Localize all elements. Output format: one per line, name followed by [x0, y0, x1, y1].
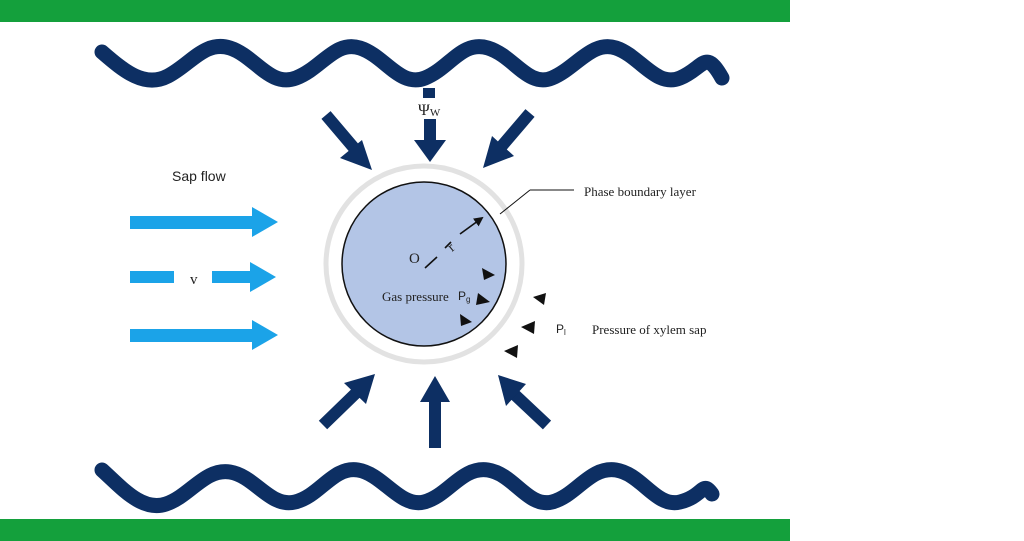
sap-pressure-arrowhead-3 [504, 345, 518, 358]
bottom-left-inward-arrow [318, 374, 375, 430]
sap-flow-arrow-top [130, 207, 278, 237]
xylem-pressure-symbol: Pl [556, 322, 566, 337]
sap-pressure-arrowhead-1 [533, 293, 546, 305]
gas-pressure-arrowhead-1 [482, 268, 495, 280]
center-label: O [409, 251, 420, 267]
bottom-vessel-wall [0, 519, 790, 541]
top-right-inward-arrow [483, 109, 535, 168]
sap-flow-arrow-middle [130, 262, 276, 292]
sap-flow-label: Sap flow [172, 168, 227, 184]
pg-symbol: P [458, 289, 466, 303]
xylem-pressure-label: Pressure of xylem sap [592, 322, 706, 337]
radius-line-dash-1 [424, 256, 438, 269]
top-vessel-wall [0, 0, 790, 22]
pl-subscript: l [564, 328, 566, 337]
gas-pressure-arrowhead-2 [476, 293, 490, 305]
pl-symbol: P [556, 322, 564, 336]
gas-pressure-arrowhead-3 [460, 314, 472, 326]
pg-subscript: g [466, 295, 470, 304]
radius-line-dash-2 [444, 241, 452, 249]
water-potential-symbol: Ψ [418, 102, 430, 119]
gas-bubble [341, 181, 507, 347]
phase-boundary-ring [323, 163, 525, 365]
radius-arrow [459, 216, 484, 235]
sap-flow-arrow-bottom [130, 320, 278, 350]
sap-pressure-arrowhead-2 [521, 321, 535, 334]
phase-boundary-leader-line [499, 189, 531, 215]
top-wavy-membrane [94, 38, 730, 88]
bottom-center-inward-arrow [420, 376, 450, 448]
bottom-right-inward-arrow [498, 375, 552, 430]
bottom-wavy-membrane [94, 462, 720, 513]
gas-pressure-symbol: Pg [458, 289, 470, 304]
top-left-inward-arrow [321, 111, 372, 170]
top-center-inward-arrow [414, 88, 446, 162]
phase-boundary-label: Phase boundary layer [584, 184, 697, 199]
water-potential-label: ΨW [418, 102, 441, 119]
velocity-label: v [190, 272, 198, 288]
gas-pressure-label: Gas pressure [382, 289, 449, 304]
water-potential-subscript: W [430, 107, 441, 119]
